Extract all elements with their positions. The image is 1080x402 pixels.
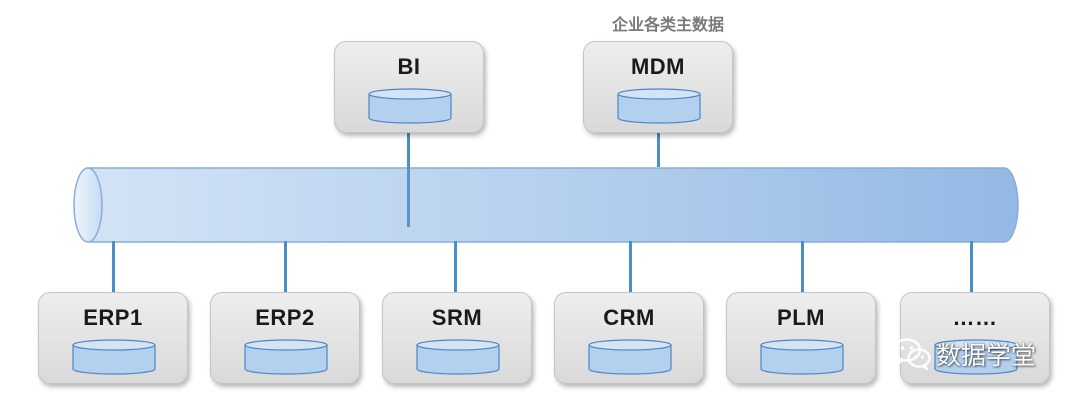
system-box-mdm: MDM <box>583 41 733 133</box>
database-icon <box>588 339 672 375</box>
database-icon <box>244 339 328 375</box>
connector-erp1 <box>112 241 115 293</box>
system-box-bi: BI <box>334 41 484 133</box>
database-icon <box>72 339 156 375</box>
database-icon <box>617 88 701 124</box>
system-label: PLM <box>777 305 825 330</box>
system-box-erp2: ERP2 <box>210 292 360 384</box>
data-bus <box>73 167 1019 243</box>
system-box-srm: SRM <box>382 292 532 384</box>
system-label: SRM <box>431 305 483 330</box>
system-box-crm: CRM <box>554 292 704 384</box>
master-data-caption: 企业各类主数据 <box>611 17 724 34</box>
connector-crm <box>629 241 632 293</box>
connector-erp2 <box>284 241 287 293</box>
watermark: 数据学堂 <box>892 336 1036 372</box>
database-icon <box>368 88 452 124</box>
database-icon <box>934 339 1018 375</box>
system-box-plm: PLM <box>726 292 876 384</box>
database-icon <box>760 339 844 375</box>
system-label: CRM <box>603 305 655 330</box>
watermark-text: 数据学堂 <box>936 341 1037 370</box>
database-icon <box>416 339 500 375</box>
wechat-icon <box>892 338 931 370</box>
system-label: …… <box>952 305 998 330</box>
connector-more <box>970 241 973 293</box>
system-label: ERP2 <box>255 305 315 330</box>
system-box-erp1: ERP1 <box>38 292 188 384</box>
system-label: MDM <box>630 54 686 79</box>
connector-plm <box>801 241 804 293</box>
system-label: ERP1 <box>83 305 143 330</box>
connector-bi-overlay <box>407 164 410 227</box>
system-label: BI <box>397 54 421 79</box>
connector-mdm <box>657 131 660 167</box>
connector-srm <box>454 241 457 293</box>
